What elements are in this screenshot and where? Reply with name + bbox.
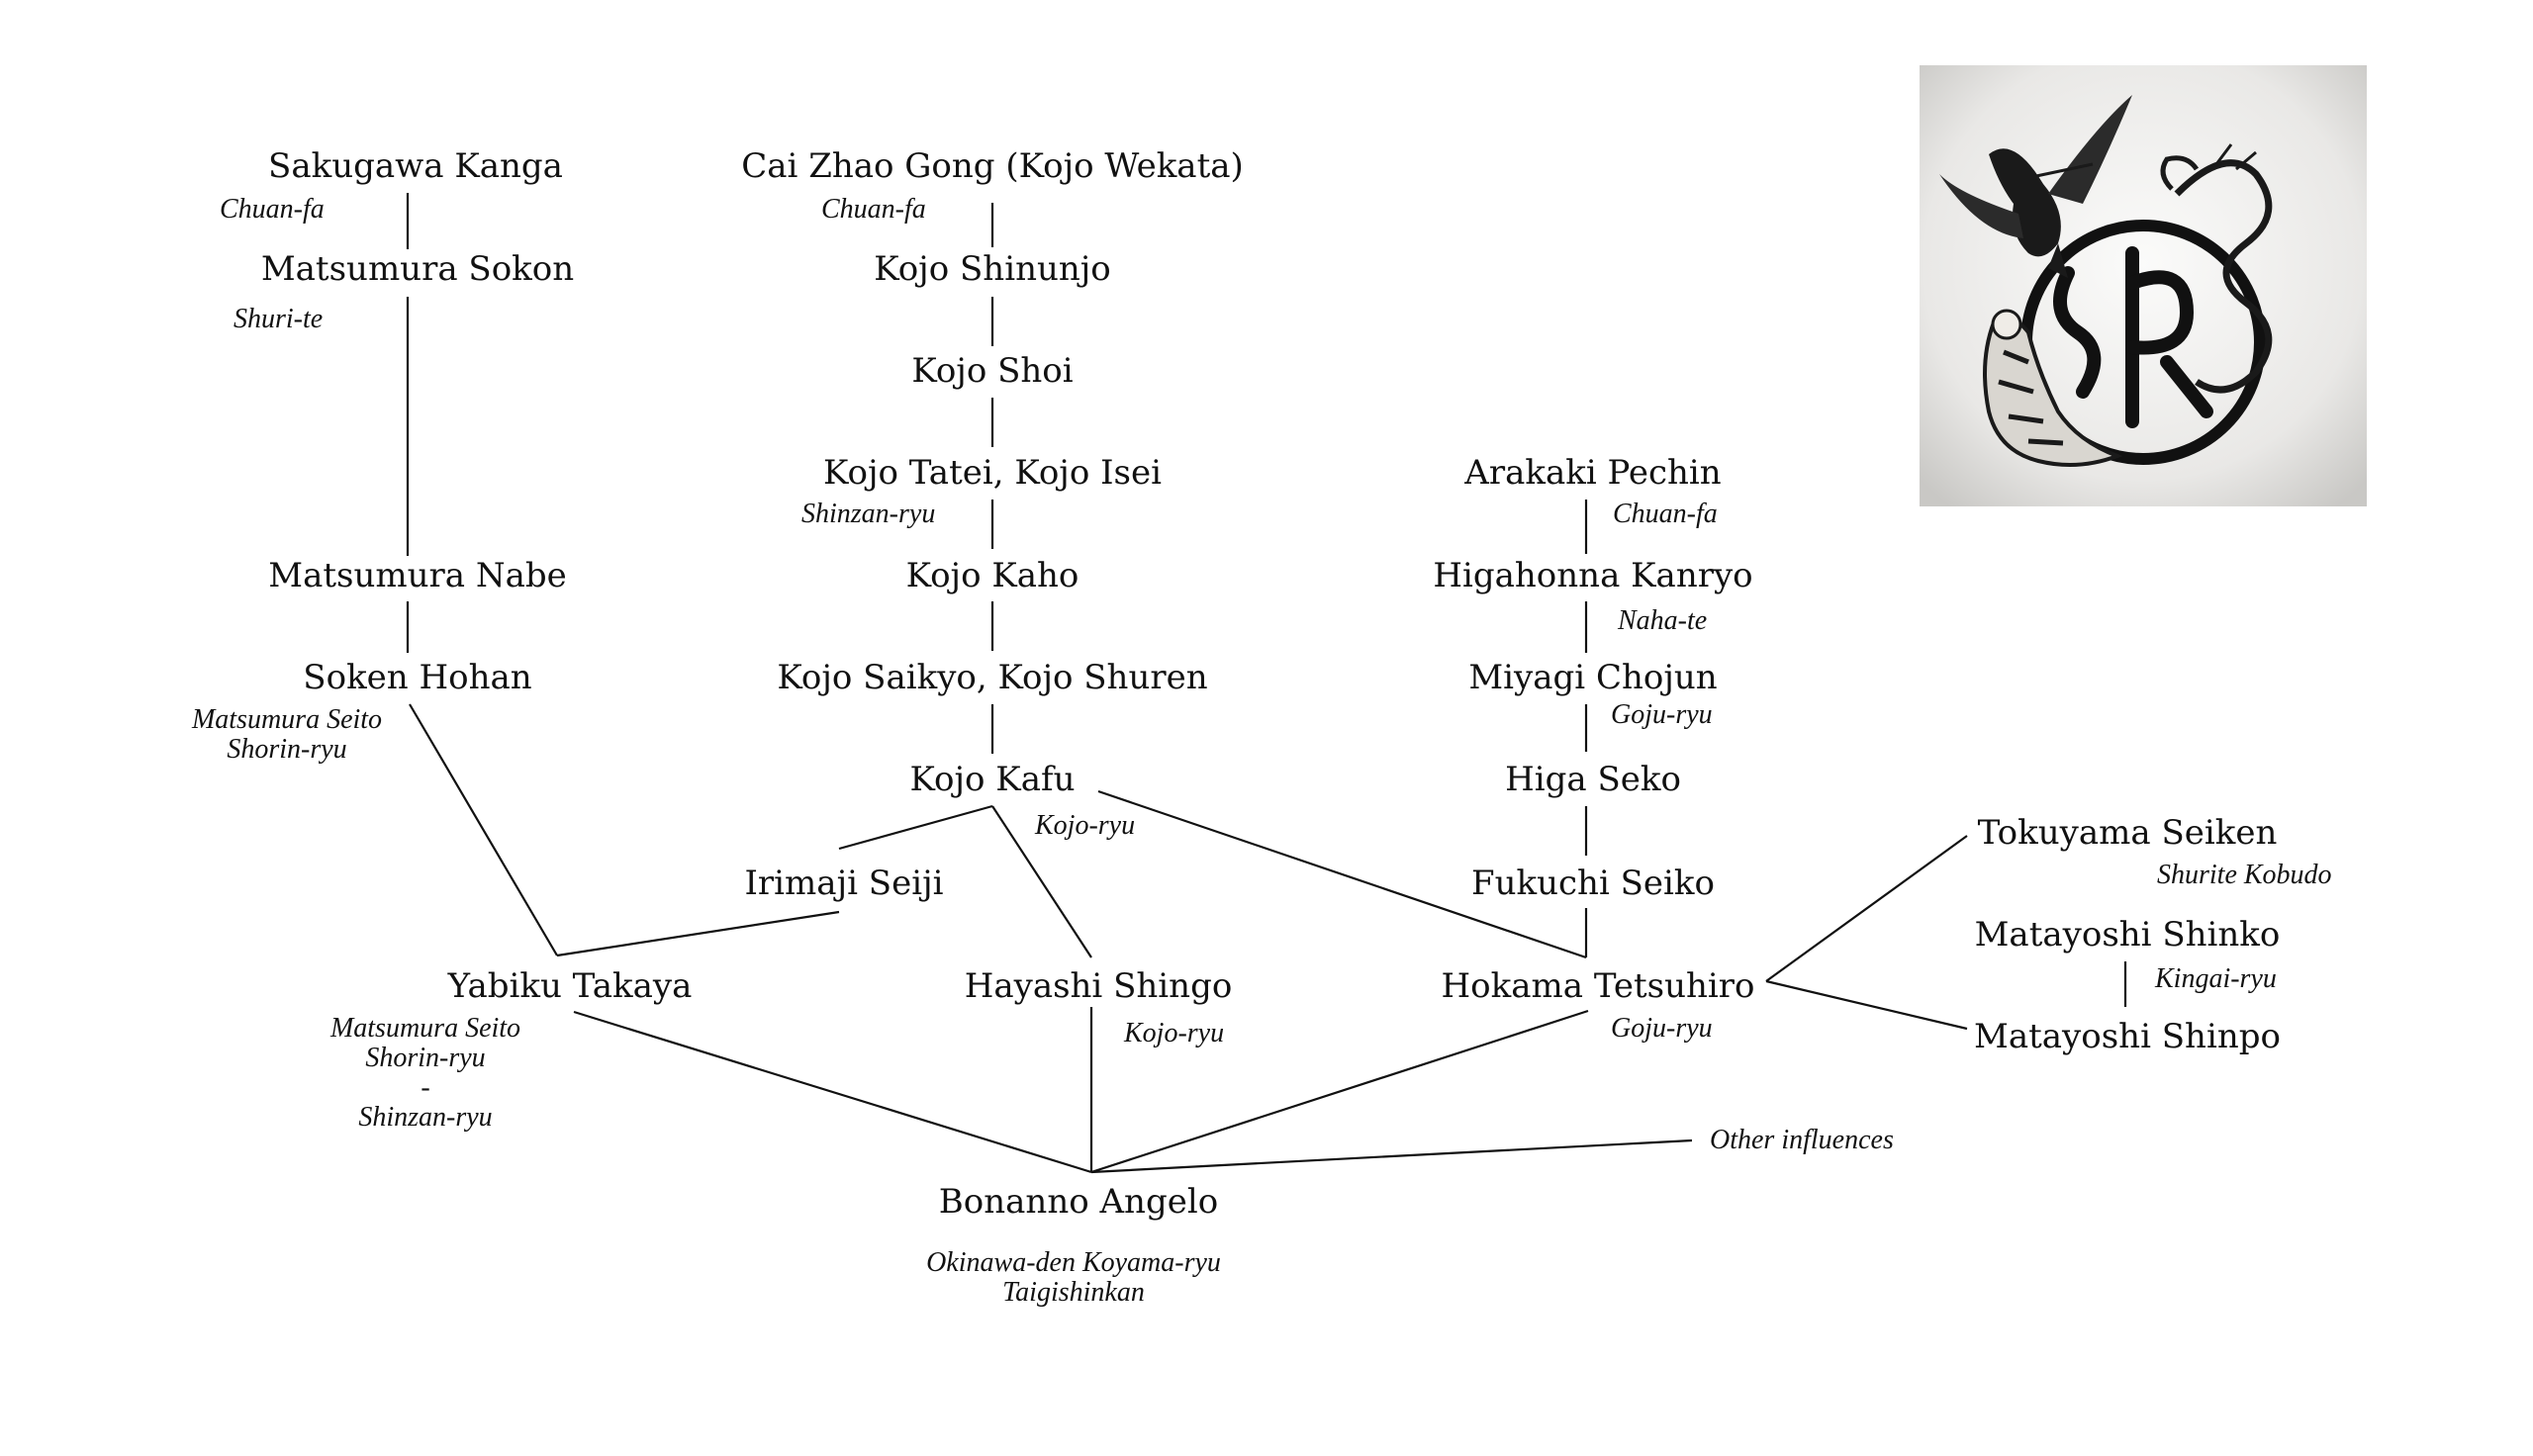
node-sakugawa-kanga: Sakugawa Kanga [268, 146, 563, 186]
style-yabiku-line3: Shinzan-ryu [358, 1102, 493, 1133]
node-irimaji-seiji: Irimaji Seiji [744, 864, 944, 903]
node-tokuyama-seiken: Tokuyama Seiken [1977, 813, 2278, 853]
tiger-icon [1983, 309, 2123, 467]
style-soken-hohan: Matsumura Seito Shorin-ryu [192, 705, 382, 765]
crane-icon [1939, 95, 2132, 278]
node-matayoshi-shinpo: Matayoshi Shinpo [1974, 1017, 2281, 1056]
dragon-icon [2160, 143, 2273, 394]
node-matsumura-sokon: Matsumura Sokon [260, 249, 575, 289]
style-yabiku-dash: - [421, 1072, 430, 1103]
node-fukuchi-seiko: Fukuchi Seiko [1471, 864, 1715, 903]
node-kojo-kafu: Kojo Kafu [909, 760, 1076, 799]
style-shinzan-ryu: Shinzan-ryu [801, 499, 936, 529]
emblem-calligraphy [2053, 246, 2213, 428]
node-yabiku-takaya: Yabiku Takaya [447, 966, 693, 1006]
edge-kafu-hayashi [991, 805, 1092, 958]
crane-dragon-tiger-logo-icon [1920, 65, 2367, 506]
style-kojo-ryu-kafu: Kojo-ryu [1035, 810, 1136, 841]
node-hokama-tetsuhiro: Hokama Tetsuhiro [1441, 966, 1755, 1006]
edge-kafu-irimaji [838, 804, 993, 851]
edge-other-bonanno [1090, 1138, 1693, 1174]
node-kojo-kaho: Kojo Kaho [905, 556, 1079, 595]
style-kingai-ryu: Kingai-ryu [2155, 963, 2277, 994]
style-goju-ryu-hokama: Goju-ryu [1611, 1013, 1713, 1044]
node-arakaki-pechin: Arakaki Pechin [1464, 453, 1722, 493]
style-shuri-te: Shuri-te [234, 304, 324, 334]
edge-irimaji-yabiku [556, 910, 840, 957]
node-kojo-saikyo-shuren: Kojo Saikyo, Kojo Shuren [777, 658, 1208, 697]
style-chuan-fa-left: Chuan-fa [220, 194, 325, 225]
edge-hokama-bonanno [1090, 1009, 1589, 1174]
style-other-influences: Other influences [1710, 1125, 1894, 1155]
style-goju-ryu-miyagi: Goju-ryu [1611, 699, 1713, 730]
node-soken-hohan: Soken Hohan [303, 658, 532, 697]
node-matsumura-nabe: Matsumura Nabe [268, 556, 567, 595]
style-naha-te: Naha-te [1618, 605, 1708, 636]
node-kojo-shinunjo: Kojo Shinunjo [874, 249, 1111, 289]
style-yabiku-line1: Matsumura Seito [329, 1013, 521, 1044]
node-higa-seko: Higa Seko [1505, 760, 1681, 799]
style-kojo-ryu-hayashi: Kojo-ryu [1124, 1018, 1225, 1048]
style-shurite-kobudo: Shurite Kobudo [2157, 860, 2332, 890]
edge-soken-yabiku [409, 703, 558, 956]
node-bonanno-angelo: Bonanno Angelo [938, 1182, 1219, 1222]
node-hayashi-shingo: Hayashi Shingo [964, 966, 1233, 1006]
node-miyagi-chojun: Miyagi Chojun [1468, 658, 1718, 697]
style-chuan-fa-right: Chuan-fa [1613, 499, 1718, 529]
node-kojo-tatei-isei: Kojo Tatei, Kojo Isei [822, 453, 1163, 493]
style-soken-line1: Matsumura Seito [191, 704, 383, 735]
style-bonanno-line2: Taigishinkan [1002, 1277, 1145, 1308]
style-bonanno-angelo: Okinawa-den Koyama-ryu Taigishinkan [926, 1248, 1221, 1308]
style-chuan-fa-center: Chuan-fa [821, 194, 926, 225]
edge-hokama-shinpo [1765, 979, 1968, 1031]
edge-kafu-hokama [1097, 789, 1587, 959]
node-higahonna-kanryo: Higahonna Kanryo [1433, 556, 1753, 595]
edge-hokama-tokuyama [1765, 835, 1968, 982]
style-yabiku-takaya: Matsumura Seito Shorin-ryu - Shinzan-ryu [330, 1014, 520, 1133]
node-matayoshi-shinko: Matayoshi Shinko [1974, 915, 2281, 955]
style-bonanno-line1: Okinawa-den Koyama-ryu [926, 1247, 1221, 1278]
style-yabiku-line2: Shorin-ryu [365, 1043, 486, 1073]
node-cai-zhao-gong: Cai Zhao Gong (Kojo Wekata) [741, 146, 1244, 186]
node-kojo-shoi: Kojo Shoi [911, 351, 1074, 391]
style-soken-line2: Shorin-ryu [227, 734, 347, 765]
edge-yabiku-bonanno [573, 1010, 1092, 1174]
